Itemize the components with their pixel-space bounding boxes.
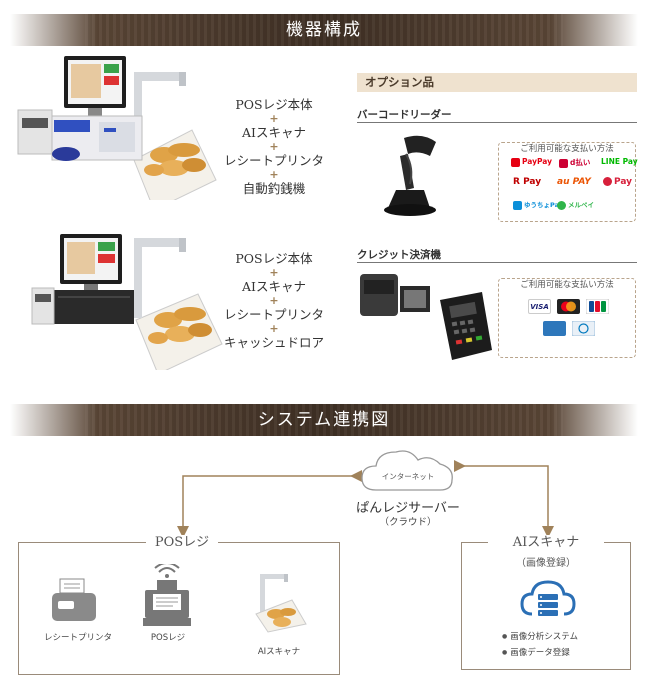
plus-icon: + bbox=[269, 266, 279, 279]
diners-logo bbox=[572, 321, 595, 336]
ai-feature-registration: 画像データ登録 bbox=[502, 646, 570, 658]
linepay-logo: LINE Pay bbox=[601, 157, 638, 166]
plus-icon: + bbox=[269, 168, 279, 181]
arrow-server-pos bbox=[177, 470, 362, 538]
bundle-1-item-printer: レシートプリンタ bbox=[224, 153, 325, 168]
jcb-logo bbox=[586, 299, 609, 314]
payments-box-title: ご利用可能な支払い方法 bbox=[516, 280, 618, 290]
ai-group-subtitle: （画像登録） bbox=[516, 558, 576, 569]
cloud-icon bbox=[361, 450, 453, 491]
bundle-1-item-scanner: AIスキャナ bbox=[242, 125, 306, 140]
server-subtitle: （クラウド） bbox=[379, 517, 437, 528]
divider bbox=[357, 262, 637, 263]
amex-logo bbox=[543, 321, 566, 336]
aupay-logo: au PAY bbox=[557, 177, 591, 187]
credit-terminal-title: クレジット決済機 bbox=[357, 249, 441, 261]
mastercard-logo bbox=[557, 299, 580, 314]
pos-register-icon bbox=[143, 564, 191, 626]
qr-payments-box: ご利用可能な支払い方法 PayPay d払い LINE Pay R Pay au… bbox=[498, 142, 638, 222]
plus-icon: + bbox=[269, 112, 279, 125]
bundle-1-item-pos: POSレジ本体 bbox=[235, 97, 313, 112]
bundle-1-item-changer: 自動釣銭機 bbox=[242, 181, 306, 196]
system-section-banner: システム連携図 bbox=[10, 404, 638, 436]
payments-box-title: ご利用可能な支払い方法 bbox=[516, 144, 618, 154]
equipment-section-title: 機器構成 bbox=[286, 20, 362, 40]
paypay-logo: PayPay bbox=[511, 157, 552, 167]
system-section-title: システム連携図 bbox=[257, 410, 391, 430]
pos-bundle-image-1 bbox=[17, 56, 217, 200]
plus-icon: + bbox=[269, 294, 279, 307]
equipment-section-banner: 機器構成 bbox=[10, 14, 638, 46]
barcode-reader-image bbox=[384, 135, 436, 216]
bundle-2-item-drawer: キャッシュドロア bbox=[223, 335, 324, 350]
ai-group-title: AIスキャナ bbox=[488, 535, 604, 550]
rakutenpay-logo: R Pay bbox=[513, 177, 542, 187]
yuchopay-logo: ゆうちょPay bbox=[513, 199, 563, 210]
divider bbox=[357, 122, 637, 123]
cloud-label: インターネット bbox=[381, 472, 435, 481]
ai-scanner-label: AIスキャナ bbox=[257, 647, 301, 657]
plus-icon: + bbox=[269, 322, 279, 335]
receipt-printer-icon bbox=[52, 578, 96, 621]
merpay-green-logo: メルペイ bbox=[557, 199, 594, 210]
pos-register-label: POSレジ bbox=[150, 633, 186, 643]
plus-icon: + bbox=[269, 140, 279, 153]
merpay-logo: Pay bbox=[603, 177, 632, 187]
server-name: ぱんレジサーバー bbox=[356, 501, 460, 516]
bundle-2-item-printer: レシートプリンタ bbox=[223, 307, 324, 322]
bundle-2-components: POSレジ本体 + AIスキャナ + レシートプリンタ + キャッシュドロア bbox=[219, 250, 329, 351]
arrow-server-ai bbox=[454, 460, 554, 538]
cloud-database-icon bbox=[520, 580, 576, 616]
bundle-2-item-pos: POSレジ本体 bbox=[235, 251, 313, 266]
pos-group-title: POSレジ bbox=[146, 535, 218, 550]
credit-terminal-image bbox=[360, 274, 492, 360]
ai-feature-analysis: 画像分析システム bbox=[502, 630, 578, 642]
connection-arrows bbox=[177, 460, 554, 538]
pos-bundle-image-2 bbox=[31, 234, 223, 370]
bundle-1-components: POSレジ本体 + AIスキャナ + レシートプリンタ + 自動釣銭機 bbox=[224, 96, 324, 197]
card-payments-box: ご利用可能な支払い方法 VISA bbox=[498, 278, 636, 358]
dpay-logo: d払い bbox=[559, 157, 590, 168]
options-header: オプション品 bbox=[357, 73, 637, 92]
receipt-printer-label: レシートプリンタ bbox=[43, 633, 112, 643]
visa-logo: VISA bbox=[528, 299, 551, 314]
barcode-reader-title: バーコードリーダー bbox=[357, 109, 452, 121]
ai-scanner-image bbox=[255, 574, 307, 633]
bundle-2-item-scanner: AIスキャナ bbox=[242, 279, 306, 294]
